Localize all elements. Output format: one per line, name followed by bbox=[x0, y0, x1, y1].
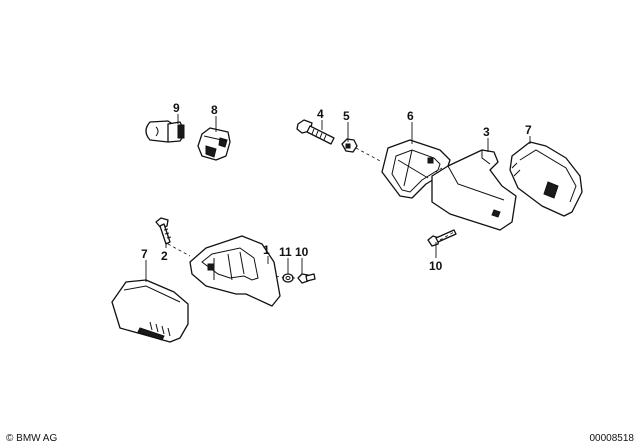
callout-7-lower: 7 bbox=[141, 247, 148, 261]
leader-lines bbox=[145, 114, 531, 282]
copyright-label: © BMW AG bbox=[6, 433, 58, 444]
assembly-lines bbox=[167, 147, 455, 279]
part-10-screw-right bbox=[427, 229, 457, 247]
part-5-nut bbox=[341, 138, 358, 153]
callout-4: 4 bbox=[317, 107, 324, 121]
callout-11: 11 bbox=[279, 245, 292, 259]
part-3-housing bbox=[431, 149, 517, 231]
part-10-screw-left bbox=[297, 273, 316, 284]
part-2-screw bbox=[155, 217, 172, 245]
callout-8: 8 bbox=[211, 103, 218, 117]
callout-1: 1 bbox=[263, 243, 270, 257]
callout-6: 6 bbox=[407, 109, 414, 123]
part-8-socket bbox=[197, 127, 231, 161]
callouts: 9 8 4 5 6 3 7 2 7 1 11 10 10 bbox=[141, 101, 532, 273]
callout-3: 3 bbox=[483, 125, 490, 139]
part-7-lens-upper bbox=[509, 141, 583, 217]
part-11-washer bbox=[282, 273, 294, 283]
callout-10-right: 10 bbox=[429, 259, 443, 273]
callout-5: 5 bbox=[343, 109, 350, 123]
part-9-bulb bbox=[145, 120, 185, 143]
part-7-lens-lower bbox=[111, 279, 189, 343]
part-1-housing bbox=[189, 235, 281, 307]
callout-9: 9 bbox=[173, 101, 180, 115]
part-4-screw bbox=[296, 119, 335, 145]
callout-7-upper: 7 bbox=[525, 123, 532, 137]
document-number: 00008518 bbox=[589, 433, 635, 444]
callout-10-lower: 10 bbox=[295, 245, 309, 259]
callout-2: 2 bbox=[161, 249, 168, 263]
